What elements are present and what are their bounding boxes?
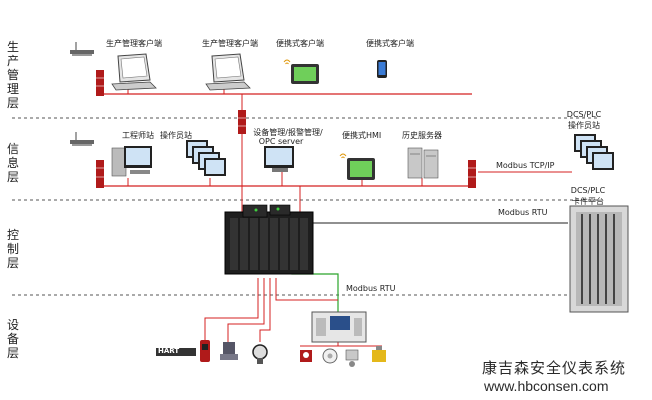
- management-server-icon: [264, 146, 294, 172]
- router-icon: [70, 132, 94, 146]
- tablet-icon: [283, 59, 319, 84]
- device-management-label-line2: OPC server: [258, 137, 304, 146]
- operator-station-label: 操作员站: [160, 131, 192, 140]
- engineering-workstation-icon: [111, 146, 152, 177]
- gas-detector-icon: [345, 349, 359, 367]
- dcs-cabinet-label-line2: 卡件平台: [572, 197, 604, 206]
- production-client-label: 生产管理客户端: [202, 39, 258, 48]
- layer-label-information: 信息层: [6, 142, 19, 184]
- valve-positioner-icon: [220, 342, 238, 360]
- firewall-icon: [96, 160, 104, 188]
- brand-url: www.hbconsen.com: [484, 378, 609, 394]
- layer-label-device: 设备层: [6, 318, 19, 360]
- firewall-icon: [468, 160, 476, 188]
- flame-detector-icon: [300, 350, 312, 362]
- portable-client-label: 便携式客户端: [276, 39, 324, 48]
- transmitter-icon: [200, 340, 210, 362]
- firewall-icon: [238, 110, 246, 134]
- laptop-icon: [111, 53, 157, 91]
- dcs-io-cabinet-icon: [569, 205, 629, 313]
- dcs-operator-station-icon: [574, 134, 614, 170]
- history-server-icon: [407, 147, 439, 179]
- safety-controller-rack-icon: [224, 204, 314, 275]
- device-management-label-line1: 设备管理/报警管理/: [253, 128, 323, 137]
- modbus-rtu-control-label: Modbus RTU: [498, 208, 548, 217]
- history-server-label: 历史服务器: [402, 131, 442, 140]
- smartphone-icon: [377, 60, 387, 78]
- alarm-beacon-icon: [372, 346, 386, 362]
- portable-hmi-label: 便携式HMI: [342, 131, 382, 140]
- dcs-operator-label-line2: 操作员站: [568, 121, 600, 130]
- router-icon: [70, 42, 94, 56]
- brand-name: 康吉森安全仪表系统: [482, 359, 627, 377]
- layer-label-control: 控制层: [6, 228, 19, 270]
- layer-label-production: 生产管理层: [6, 40, 19, 110]
- modbus-tcp-label: Modbus TCP/IP: [496, 161, 555, 170]
- production-client-label: 生产管理客户端: [106, 39, 162, 48]
- hart-label: HART: [158, 347, 180, 355]
- dcs-cabinet-label-line1: DCS/PLC: [570, 186, 606, 195]
- laptop-icon: [205, 53, 251, 91]
- smoke-detector-icon: [322, 348, 338, 364]
- portable-client-label: 便携式客户端: [366, 39, 414, 48]
- modbus-rtu-device-label: Modbus RTU: [346, 284, 396, 293]
- operator-station-icon: [186, 140, 226, 176]
- firewall-icon: [96, 70, 104, 96]
- pressure-gauge-icon: [252, 344, 268, 364]
- portable-hmi-icon: [339, 153, 375, 180]
- gas-detection-panel-icon: [311, 311, 367, 343]
- dcs-operator-label-line1: DCS/PLC: [566, 110, 602, 119]
- hart-modem-icon: [156, 348, 196, 356]
- engineering-station-label: 工程师站: [122, 131, 154, 140]
- modbus-rtu-device-link: [291, 270, 339, 313]
